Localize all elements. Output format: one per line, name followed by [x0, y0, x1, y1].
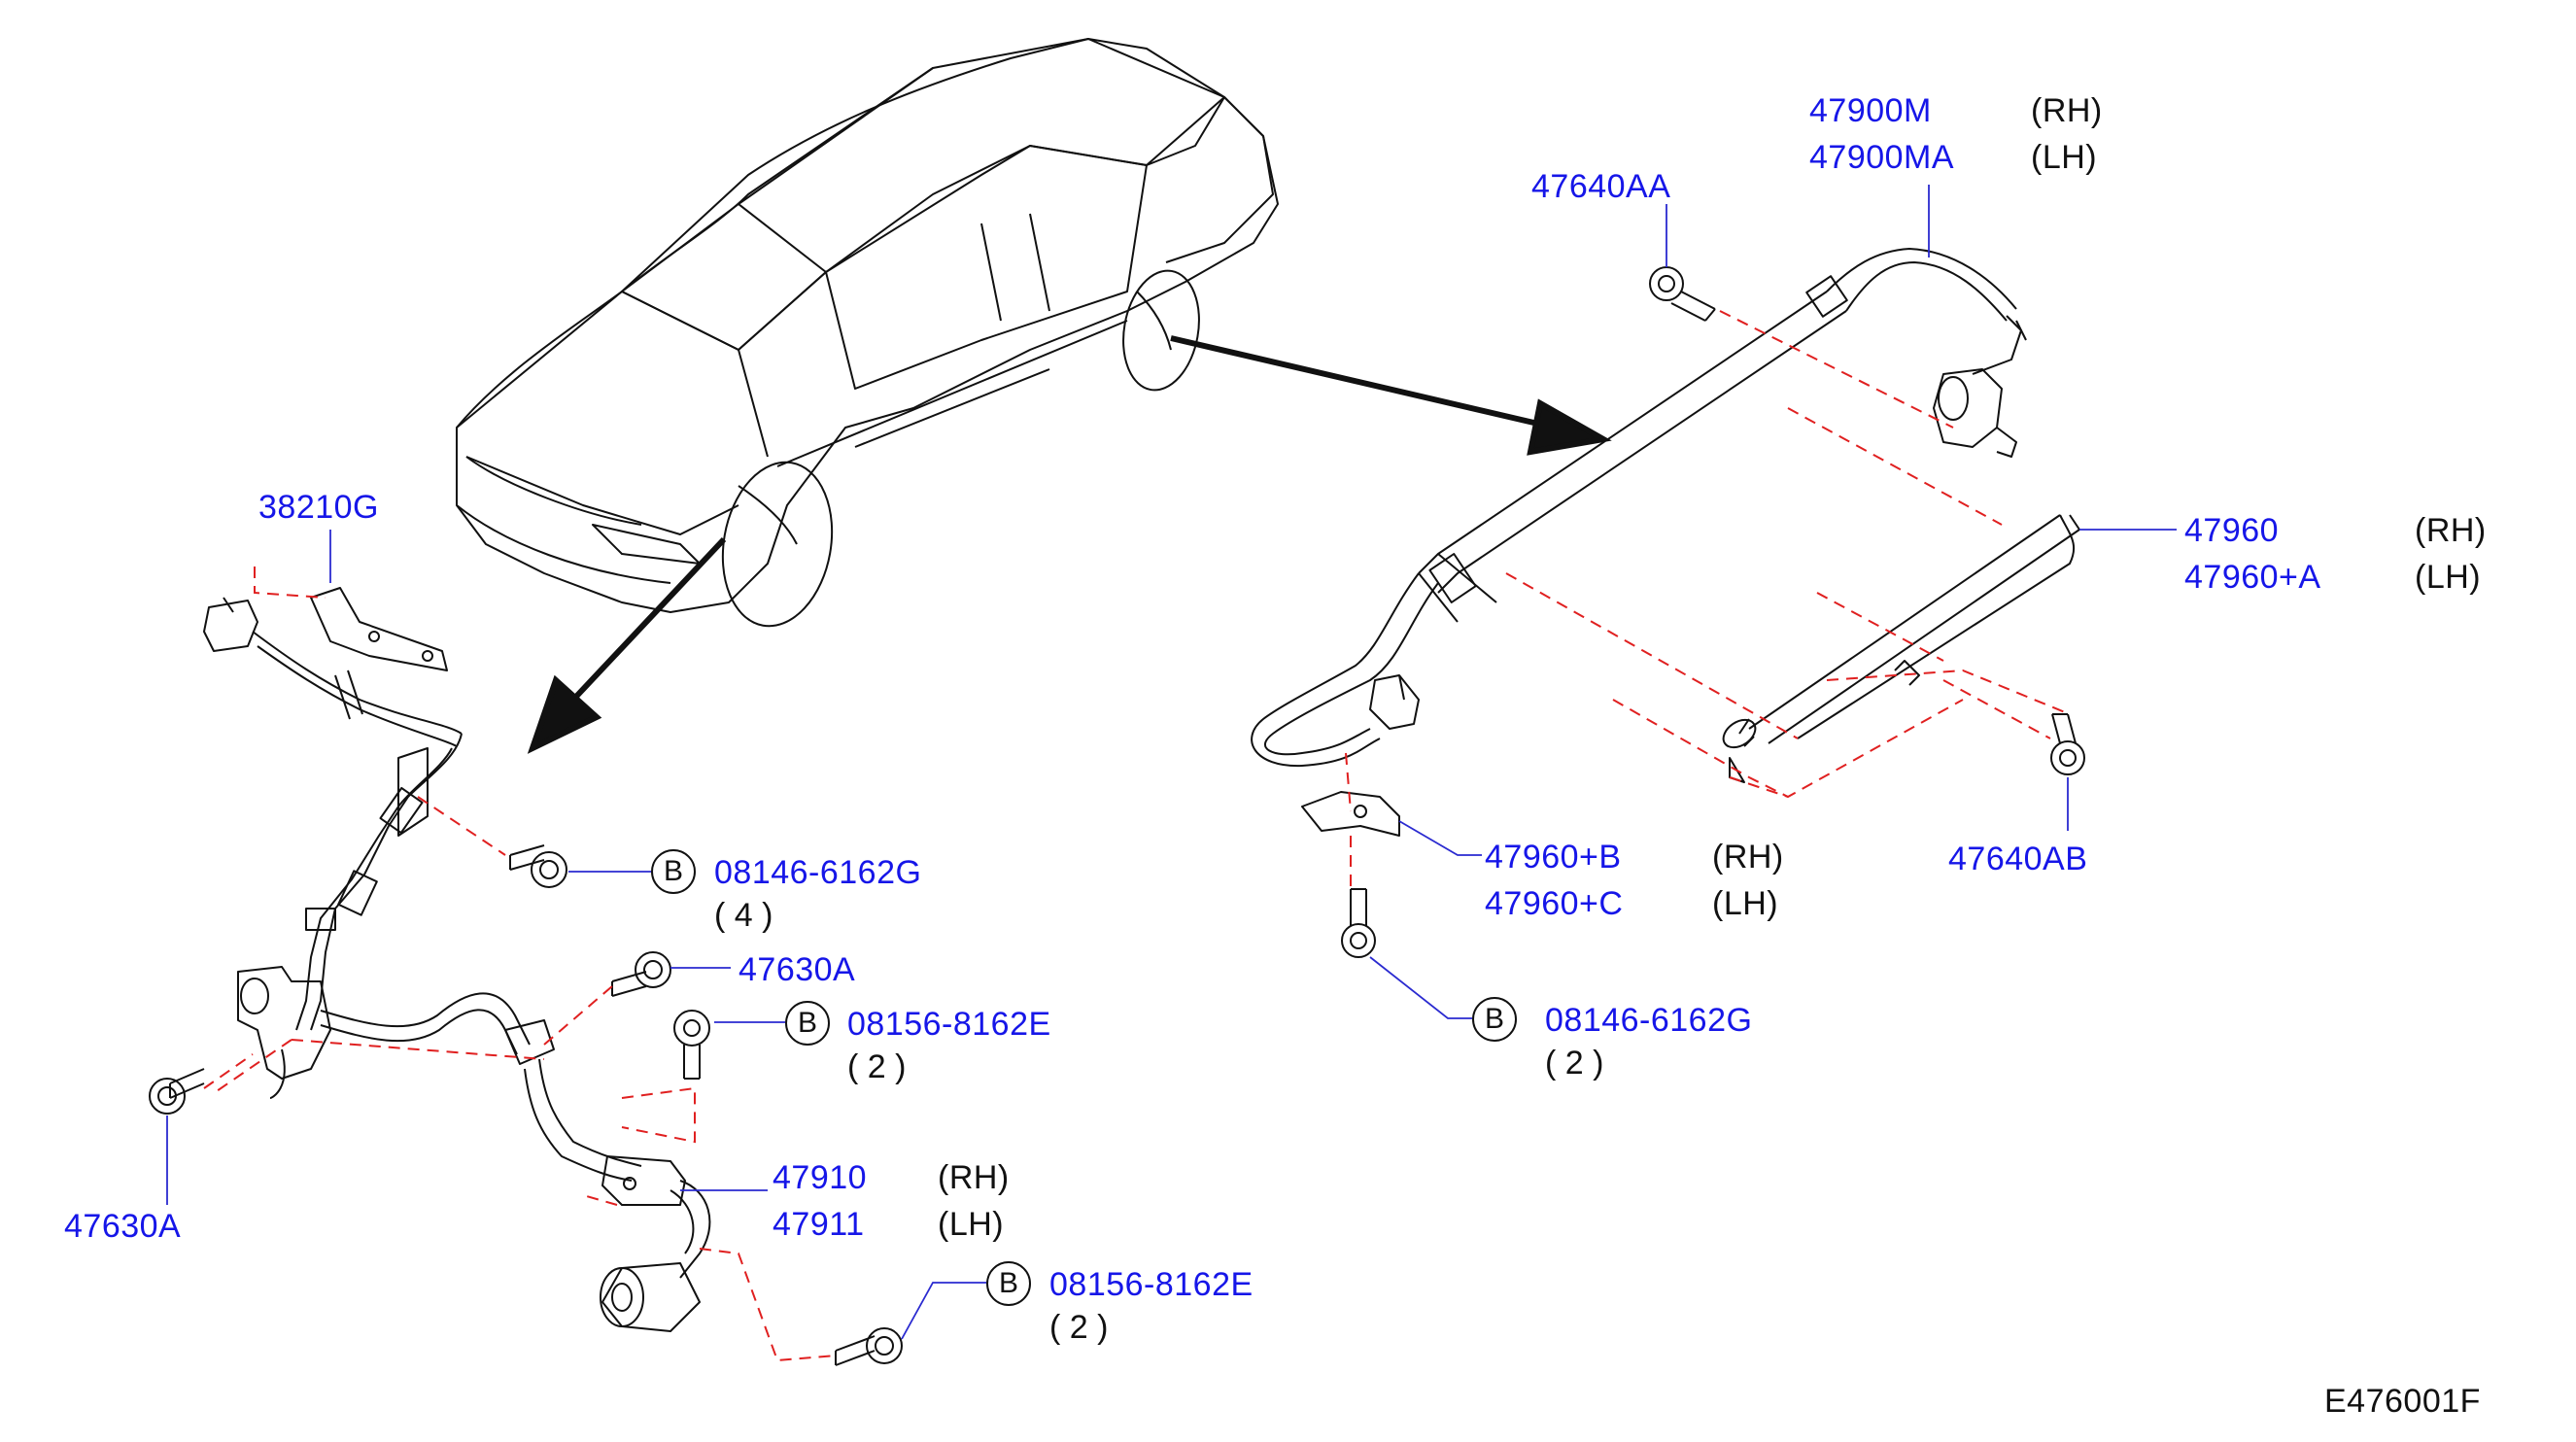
part-label-47960a[interactable]: 47960+A — [2184, 559, 2321, 596]
bolt-code-08156-bottom[interactable]: 08156-8162E — [1049, 1266, 1254, 1303]
part-label-47911[interactable]: 47911 — [773, 1206, 865, 1243]
side-lh: (LH) — [2031, 139, 2098, 176]
side-lh: (LH) — [2415, 559, 2482, 596]
side-rh: (RH) — [938, 1159, 1010, 1196]
part-label-47960[interactable]: 47960 — [2184, 512, 2280, 549]
part-label-47960b[interactable]: 47960+B — [1485, 839, 1622, 876]
front-dashed-lines — [203, 566, 837, 1362]
side-lh: (LH) — [938, 1206, 1005, 1243]
rear-sensor-assembly — [1251, 248, 2080, 837]
part-label-47630a-top[interactable]: 47630A — [738, 951, 856, 988]
bolt-qty-2: ( 2 ) — [1049, 1309, 1109, 1346]
part-label-47630a-left[interactable]: 47630A — [64, 1208, 182, 1245]
bolt-symbol-b: B — [785, 1001, 830, 1046]
part-label-47900m[interactable]: 47900M — [1809, 92, 1932, 129]
leader-lines — [166, 185, 2177, 1340]
pointer-arrows — [527, 335, 1612, 754]
bolt-qty-4: ( 4 ) — [714, 897, 773, 934]
part-label-47910[interactable]: 47910 — [773, 1159, 868, 1196]
bolt-qty-2: ( 2 ) — [1545, 1045, 1604, 1082]
side-lh: (LH) — [1712, 885, 1779, 922]
part-label-47640ab[interactable]: 47640AB — [1948, 841, 2088, 877]
bolt-symbol-b: B — [1472, 997, 1517, 1042]
side-rh: (RH) — [2415, 512, 2487, 549]
rear-dashed-lines — [1345, 310, 2071, 894]
part-label-38210g[interactable]: 38210G — [258, 489, 379, 526]
front-bolts — [149, 844, 903, 1366]
bolt-qty-2: ( 2 ) — [847, 1048, 907, 1085]
side-rh: (RH) — [2031, 92, 2103, 129]
side-rh: (RH) — [1712, 839, 1784, 876]
car-illustration — [456, 38, 1279, 628]
bolt-symbol-b: B — [986, 1261, 1031, 1306]
part-label-47900ma[interactable]: 47900MA — [1809, 139, 1955, 176]
part-label-47960c[interactable]: 47960+C — [1485, 885, 1624, 922]
diagram-code: E476001F — [2324, 1383, 2481, 1420]
bolt-symbol-b: B — [651, 849, 696, 894]
bolt-code-08156-top[interactable]: 08156-8162E — [847, 1006, 1051, 1043]
rear-bolts — [1341, 266, 2085, 958]
bolt-code-08146-front[interactable]: 08146-6162G — [714, 854, 922, 891]
bolt-code-08146-rear[interactable]: 08146-6162G — [1545, 1002, 1753, 1039]
part-label-47640aa[interactable]: 47640AA — [1531, 168, 1671, 205]
front-sensor-assembly — [203, 587, 711, 1332]
